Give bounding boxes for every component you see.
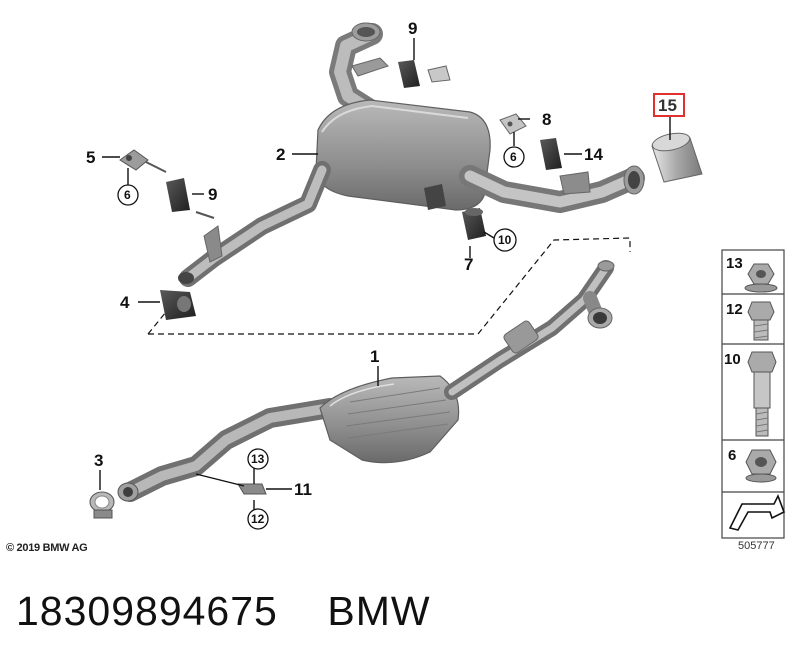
part-number: 18309894675 [16, 588, 278, 634]
callout-2: 2 [276, 145, 285, 164]
svg-text:13: 13 [726, 255, 743, 272]
callout-9-left: 9 [208, 185, 217, 204]
orientation-arrow-icon [728, 494, 786, 531]
svg-text:10: 10 [724, 351, 741, 368]
callout-7: 7 [464, 255, 473, 274]
callout-12: 12 [251, 512, 265, 526]
sidebar-item-13[interactable]: 13 [726, 255, 778, 293]
sidebar-item-12[interactable]: 12 [726, 301, 775, 341]
highlight-box [653, 93, 685, 117]
callout-8: 8 [542, 110, 551, 129]
callout-5: 5 [86, 148, 95, 167]
hex-nut-icon [745, 449, 777, 483]
hanger-part-left[interactable] [166, 178, 215, 219]
sidebar-item-6[interactable]: 6 [728, 447, 777, 483]
clamp-part[interactable] [89, 491, 115, 519]
callout-13: 13 [251, 452, 265, 466]
callout-15: 15 [658, 96, 677, 115]
hanger-part-right[interactable] [540, 138, 562, 170]
brand-name: BMW [327, 588, 431, 634]
callout-9-upper: 9 [408, 19, 417, 38]
part-caption: 18309894675 BMW [16, 588, 431, 635]
rubber-block-part[interactable] [462, 208, 486, 240]
callout-10: 10 [498, 233, 512, 247]
hex-bolt-icon [747, 301, 775, 341]
svg-text:6: 6 [728, 447, 736, 464]
callout-1: 1 [370, 347, 379, 366]
callout-11: 11 [294, 480, 312, 499]
callout-labels: 5 6 2 9 9 8 6 14 15 10 7 4 1 3 13 11 12 [86, 19, 685, 530]
group-boundary [148, 237, 631, 335]
callout-6-left: 6 [124, 188, 131, 202]
diagram-reference-number: 505777 [738, 540, 775, 552]
fastener-sidebar: 13 12 10 6 [721, 249, 786, 539]
bracket-part[interactable] [119, 149, 167, 173]
copyright-text: © 2019 BMW AG [6, 542, 88, 554]
callout-6-right: 6 [510, 150, 517, 164]
group-boundary-left [147, 311, 167, 335]
exhaust-tip-part[interactable] [651, 130, 703, 183]
sidebar-item-10[interactable]: 10 [724, 351, 777, 437]
rear-muffler-assembly[interactable] [178, 22, 645, 287]
callout-3: 3 [94, 451, 103, 470]
small-bracket-part[interactable] [499, 113, 527, 135]
hanger-part-upper[interactable] [398, 60, 451, 88]
callout-14: 14 [584, 145, 603, 164]
svg-text:12: 12 [726, 301, 743, 318]
callout-4: 4 [120, 293, 130, 312]
long-bolt-icon [747, 351, 777, 437]
rubber-mount-part[interactable] [160, 290, 196, 320]
leader-lines [99, 38, 671, 510]
flange-nut-icon [744, 263, 778, 293]
front-silencer-assembly[interactable] [117, 260, 615, 502]
